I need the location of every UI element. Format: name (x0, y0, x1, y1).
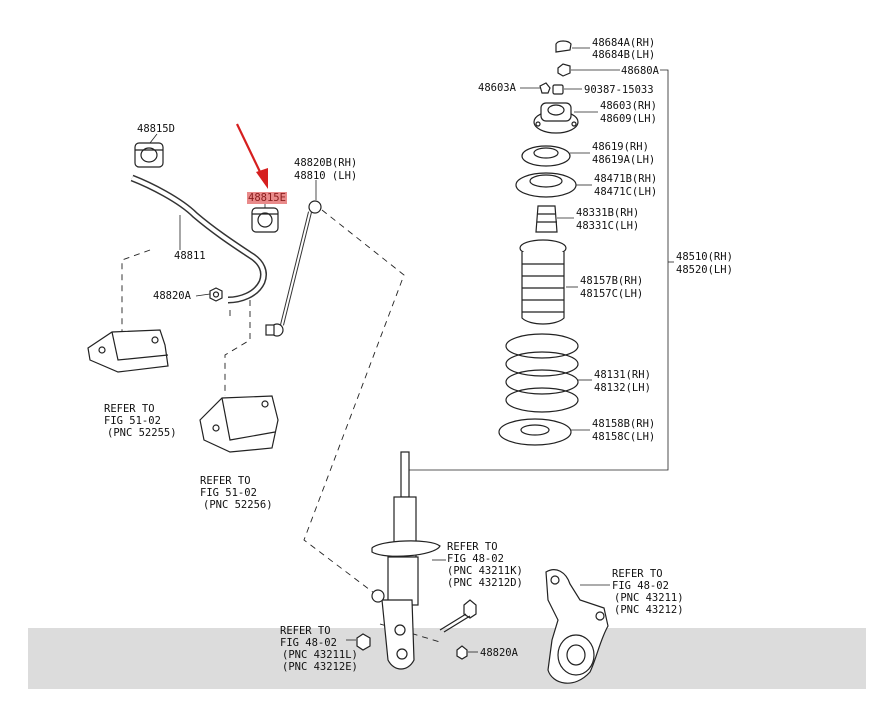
refer-52255-line1: REFER TO (104, 403, 155, 415)
stabilizer-bar (130, 174, 267, 304)
label-48603: 48603(RH) (600, 100, 657, 112)
nut-48820a-bottom (456, 645, 468, 660)
strut-top-parts (498, 40, 579, 446)
dashed-connectors (121, 209, 441, 643)
steering-knuckle (545, 569, 609, 684)
refer-43211-line2: FIG 48-02 (612, 580, 669, 592)
nut-left-bottom (356, 633, 371, 651)
label-48158b: 48158B(RH) (592, 418, 656, 430)
refer-43211-line1: REFER TO (612, 568, 663, 580)
label-48603a: 48603A (478, 82, 516, 94)
label-48811: 48811 (174, 250, 206, 262)
bracket-52255 (87, 329, 169, 373)
label-48158c: 48158C(LH) (592, 431, 656, 443)
label-48619: 48619(RH) (592, 141, 649, 153)
refer-43211l-line4: (PNC 43212E) (282, 661, 358, 673)
label-48810: 48810 (LH) (294, 170, 358, 182)
refer-43211k-line3: (PNC 43211K) (447, 565, 523, 577)
label-48820b: 48820B(RH) (294, 157, 358, 169)
leaders-right (408, 47, 674, 471)
refer-52256-line1: REFER TO (200, 475, 251, 487)
refer-43211-line3: (PNC 43211) (614, 592, 684, 604)
stabilizer-link (265, 200, 322, 337)
label-48510: 48510(RH) (676, 251, 733, 263)
shock-absorber (371, 451, 441, 670)
leaders-bottom (346, 559, 610, 653)
refer-52255-line3: (PNC 52255) (107, 427, 177, 439)
refer-43211k-line1: REFER TO (447, 541, 498, 553)
refer-43211l-line2: FIG 48-02 (280, 637, 337, 649)
callout-arrow (236, 123, 268, 189)
label-48820a-left: 48820A (153, 290, 191, 302)
refer-52256-line3: (PNC 52256) (203, 499, 273, 511)
bracket-52256 (199, 395, 279, 453)
bushing-48815d (134, 142, 164, 168)
bottom-gray-band (28, 628, 866, 689)
label-48609: 48609(LH) (600, 113, 657, 125)
nut-48820a-left (209, 287, 223, 302)
label-48815e-highlighted: 48815E (247, 192, 287, 204)
label-48684b: 48684B(LH) (592, 49, 656, 61)
refer-43211-line4: (PNC 43212) (614, 604, 684, 616)
label-48680a: 48680A (621, 65, 659, 77)
refer-43211l-line1: REFER TO (280, 625, 331, 637)
label-48157c: 48157C(LH) (580, 288, 644, 300)
refer-52256-line2: FIG 51-02 (200, 487, 257, 499)
leaders-left (149, 133, 266, 297)
refer-43211l-line3: (PNC 43211L) (282, 649, 358, 661)
label-48331b: 48331B(RH) (576, 207, 640, 219)
label-48619a: 48619A(LH) (592, 154, 656, 166)
refer-43211k-line4: (PNC 43212D) (447, 577, 523, 589)
label-48520: 48520(LH) (676, 264, 733, 276)
label-48471b: 48471B(RH) (594, 173, 658, 185)
label-48131: 48131(RH) (594, 369, 651, 381)
strut-bolt (439, 599, 477, 633)
label-48132: 48132(LH) (594, 382, 651, 394)
label-48815d: 48815D (137, 123, 175, 135)
bushing-48815e (251, 207, 279, 233)
label-48820a-bottom: 48820A (480, 647, 518, 659)
refer-52255-line2: FIG 51-02 (104, 415, 161, 427)
refer-43211k-line2: FIG 48-02 (447, 553, 504, 565)
label-48684a: 48684A(RH) (592, 37, 656, 49)
label-48157b: 48157B(RH) (580, 275, 644, 287)
label-90387-15033: 90387-15033 (584, 84, 654, 96)
label-48331c: 48331C(LH) (576, 220, 640, 232)
label-48471c: 48471C(LH) (594, 186, 658, 198)
